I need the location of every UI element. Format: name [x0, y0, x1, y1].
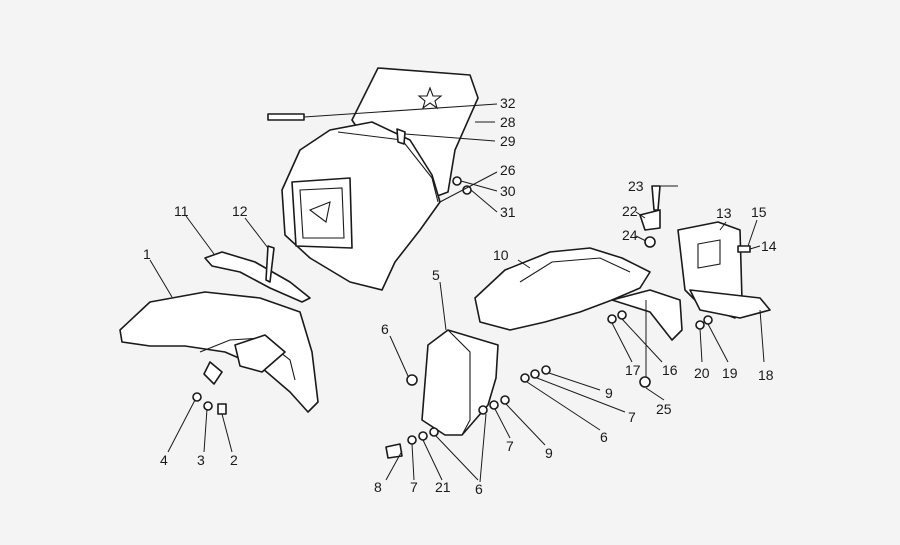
part-8-bolt — [385, 443, 403, 459]
part-20-washer — [695, 320, 705, 330]
part-23-bolt — [651, 185, 661, 211]
part-24-grommet — [644, 236, 656, 248]
callout-29: 29 — [500, 133, 516, 149]
rear-mudguard-ridge — [519, 257, 631, 283]
part-16-washer — [617, 310, 627, 320]
part-12-screw — [265, 245, 275, 283]
headlight-opening — [291, 177, 353, 249]
leader-lines — [149, 103, 765, 483]
callout-21: 21 — [435, 479, 451, 495]
part-25-nut — [639, 376, 651, 388]
callout-4: 4 — [160, 452, 168, 468]
part-15-screw — [737, 245, 751, 253]
part-3-washer — [203, 401, 213, 411]
callout-31: 31 — [500, 204, 516, 220]
mudguard-bracket — [203, 361, 223, 385]
callout-15: 15 — [751, 204, 767, 220]
callout-30: 30 — [500, 183, 516, 199]
part-1-front-mudguard — [119, 291, 319, 413]
part-30-washer — [452, 176, 462, 186]
callout-26: 26 — [500, 162, 516, 178]
callout-20: 20 — [694, 365, 710, 381]
callout-9-right: 9 — [605, 385, 613, 401]
callout-7-left: 7 — [410, 479, 418, 495]
part-7-washer-a — [530, 369, 540, 379]
part-6-washer-a — [406, 374, 418, 386]
part-19-washer — [703, 315, 713, 325]
part-11-bracket — [204, 251, 311, 303]
part-21-washer — [418, 431, 428, 441]
callout-7-center: 7 — [506, 438, 514, 454]
part-10-rear-mudguard — [474, 247, 651, 331]
callout-16: 16 — [662, 362, 678, 378]
rear-mudguard-tail — [611, 289, 683, 341]
callout-28: 28 — [500, 114, 516, 130]
callout-9-center: 9 — [545, 445, 553, 461]
callout-19: 19 — [722, 365, 738, 381]
part-6-washer-d — [429, 427, 439, 437]
part-6-washer-b — [520, 373, 530, 383]
callout-23: 23 — [628, 178, 644, 194]
callout-6-bottom: 6 — [475, 481, 483, 497]
headlight-inner — [299, 187, 345, 239]
callout-10: 10 — [493, 247, 509, 263]
callout-1: 1 — [143, 246, 151, 262]
callout-18: 18 — [758, 367, 774, 383]
windscreen-decal-star — [417, 86, 443, 110]
callout-17: 17 — [625, 362, 641, 378]
callout-24: 24 — [622, 227, 638, 243]
part-22-bracket — [639, 209, 661, 231]
part-31-nut — [462, 185, 472, 195]
callout-2: 2 — [230, 452, 238, 468]
callout-12: 12 — [232, 203, 248, 219]
callout-32: 32 — [500, 95, 516, 111]
fairing-assembly — [281, 67, 479, 291]
callout-14: 14 — [761, 238, 777, 254]
part-6-washer-c — [478, 405, 488, 415]
callout-22: 22 — [622, 203, 638, 219]
callout-7-right: 7 — [628, 409, 636, 425]
callout-5: 5 — [432, 267, 440, 283]
part-32-emblem-strip — [267, 113, 305, 121]
fairing-emblem — [308, 201, 331, 223]
callout-6-left: 6 — [381, 321, 389, 337]
fairing-trim-strip — [337, 131, 439, 203]
plate-holder-window — [697, 239, 721, 269]
callout-3: 3 — [197, 452, 205, 468]
callout-8: 8 — [374, 479, 382, 495]
part-4-washer — [192, 392, 202, 402]
part-9-nut-b — [500, 395, 510, 405]
callout-6-right: 6 — [600, 429, 608, 445]
callout-labels: 32 28 29 26 30 31 11 12 1 4 3 2 5 6 10 9… — [143, 95, 777, 497]
part-17-washer — [607, 314, 617, 324]
part-18-bracket — [689, 289, 771, 319]
part-7-washer-b — [489, 400, 499, 410]
part-5-bracket — [421, 329, 499, 436]
part-29-screw — [396, 128, 406, 145]
callout-11: 11 — [174, 203, 189, 219]
callout-13: 13 — [716, 205, 732, 221]
fairing-body — [281, 121, 441, 291]
part-9-nut-a — [541, 365, 551, 375]
part-2-bolt — [217, 403, 227, 415]
callout-25: 25 — [656, 401, 672, 417]
part-7-washer-c — [407, 435, 417, 445]
part-5-bracket-edge — [447, 329, 471, 436]
